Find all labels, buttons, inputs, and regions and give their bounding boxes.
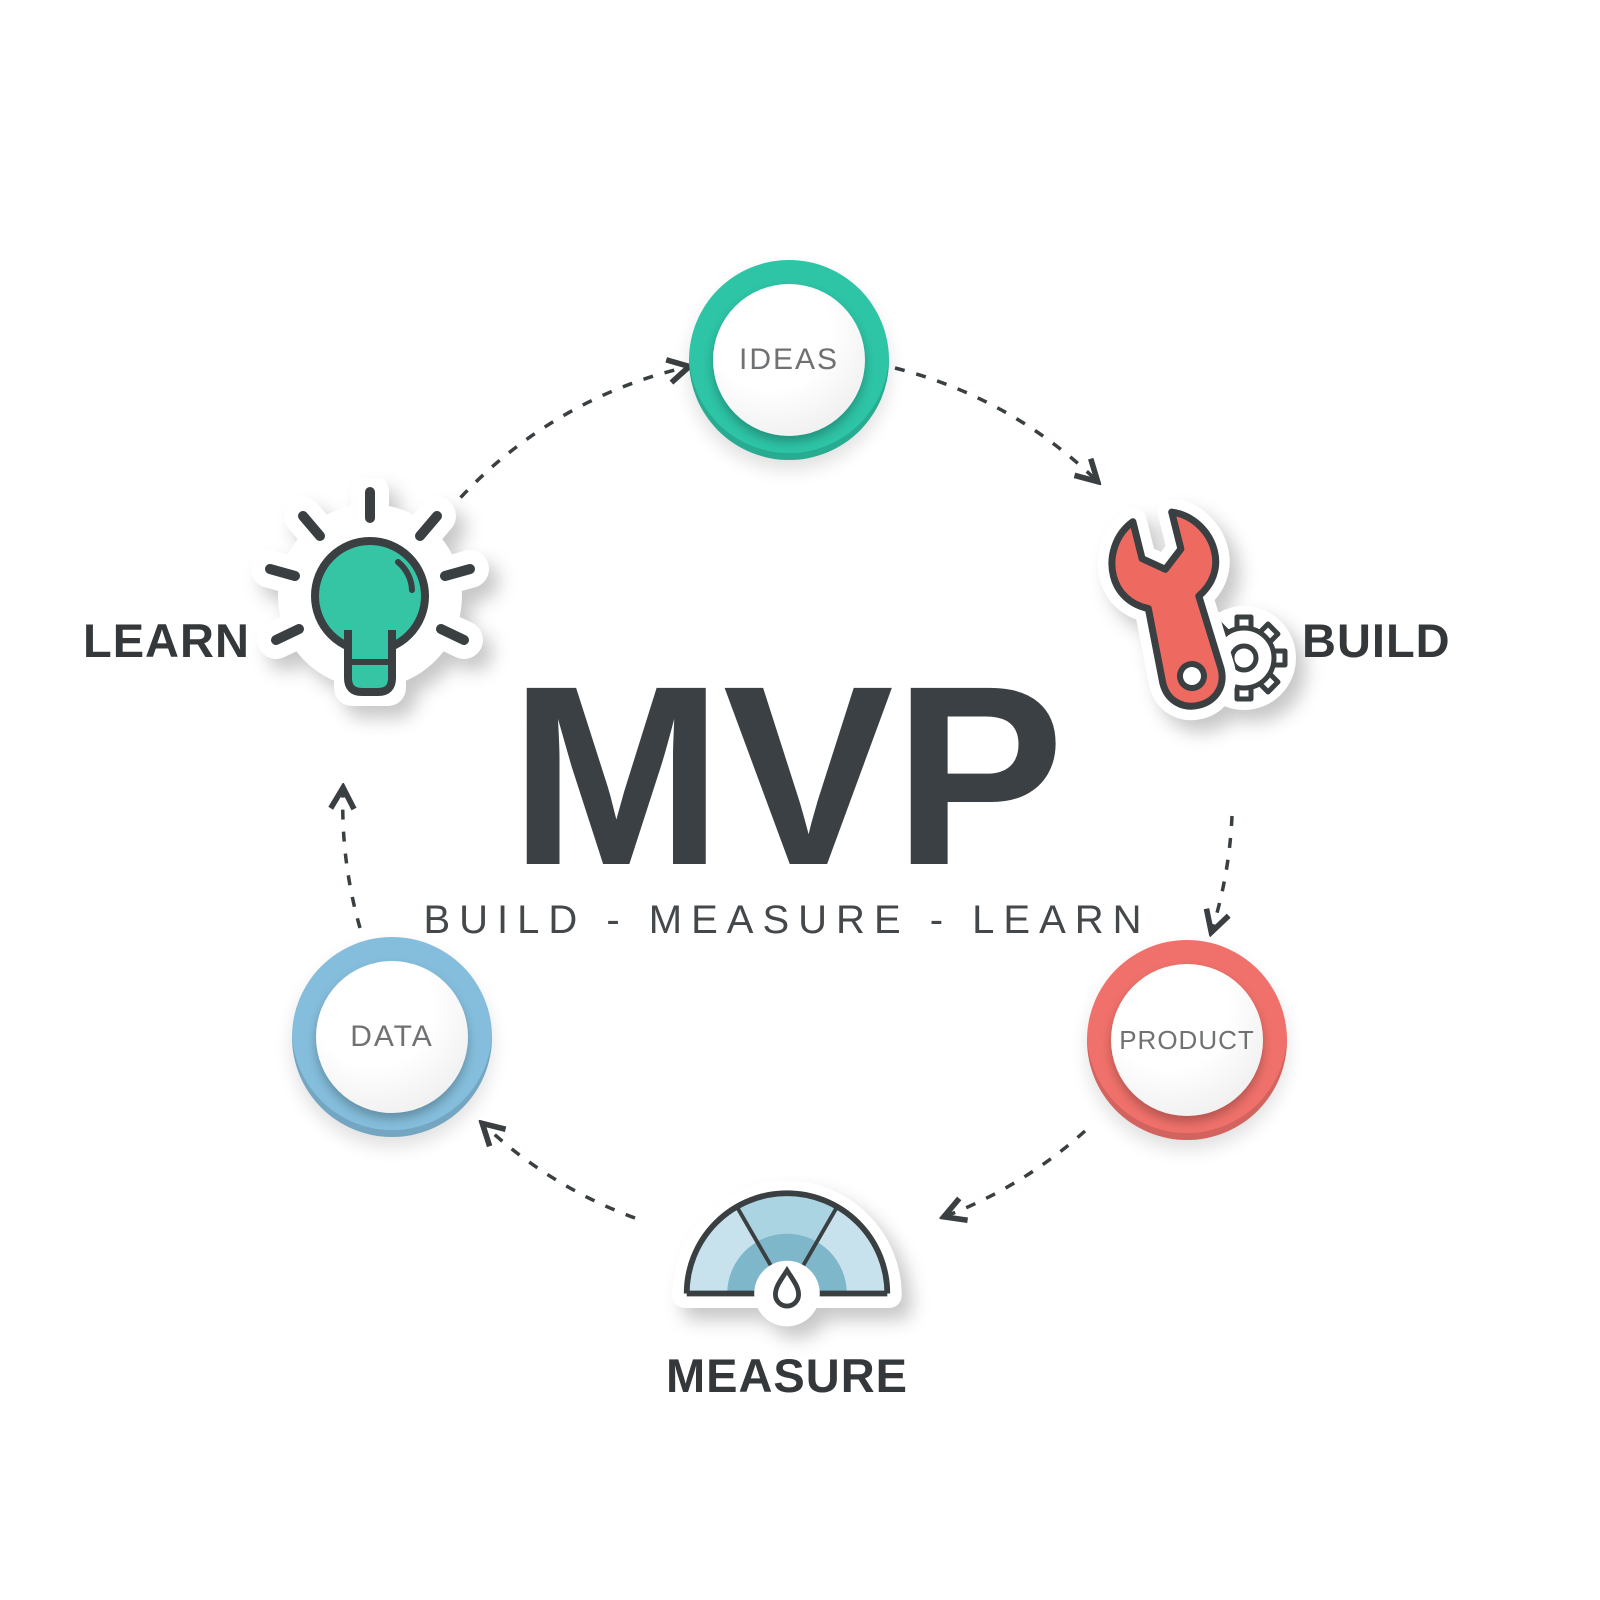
node-product-label: PRODUCT [1119, 1024, 1255, 1055]
node-ideas-inner: IDEAS [713, 284, 865, 436]
arrow-build-to-product [1212, 815, 1234, 930]
node-build [1096, 498, 1296, 735]
gauge-icon [672, 1180, 902, 1327]
center-title-block: MVP BUILD - MEASURE - LEARN [423, 648, 1150, 943]
node-measure [652, 1148, 922, 1333]
node-data: DATA [292, 937, 492, 1137]
arrow-product-to-measure [946, 1129, 1087, 1216]
node-measure-label: MEASURE [665, 1349, 909, 1402]
node-product-inner: PRODUCT [1111, 964, 1263, 1116]
lightbulb-icon [251, 473, 489, 706]
node-ideas-label: IDEAS [738, 343, 840, 376]
node-build-label: BUILD [1302, 614, 1451, 667]
arrow-ideas-to-build [894, 366, 1096, 480]
arrow-learn-to-ideas [444, 367, 687, 516]
arrow-data-to-learn [343, 790, 362, 929]
diagram-title: MVP [509, 633, 1065, 919]
node-data-inner: DATA [316, 961, 468, 1113]
diagram-subtitle: BUILD - MEASURE - LEARN [423, 898, 1151, 942]
arrow-measure-to-data [484, 1125, 636, 1220]
node-data-label: DATA [350, 1020, 434, 1053]
node-product: PRODUCT [1087, 940, 1287, 1140]
node-learn [250, 473, 490, 738]
wrench-gear-icon [1097, 498, 1296, 721]
node-learn-label: LEARN [83, 614, 250, 667]
node-ideas: IDEAS [689, 260, 889, 460]
